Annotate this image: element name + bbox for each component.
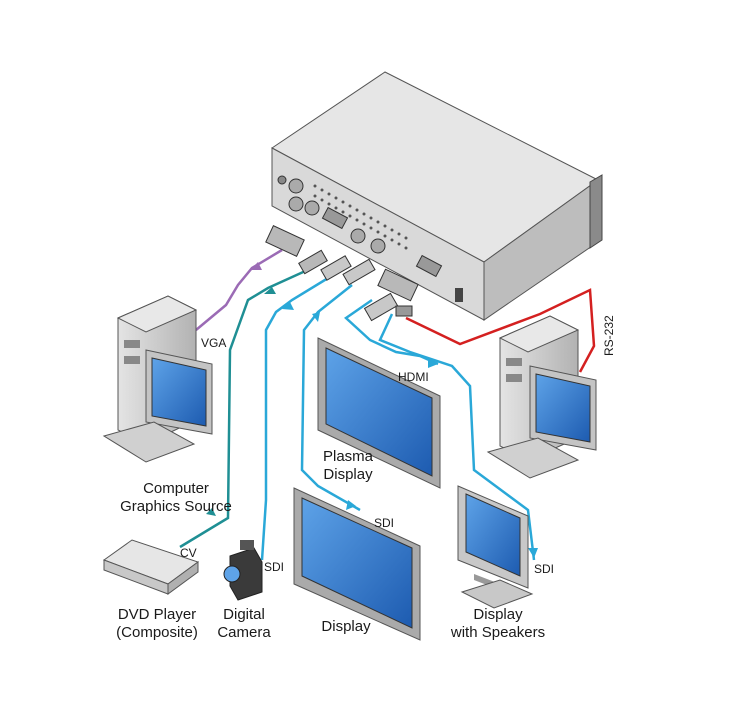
digital-camera-label: Digital Camera (208, 606, 280, 642)
display-speakers-label: Display with Speakers (436, 606, 560, 642)
control-computer-icon (486, 315, 597, 479)
display-label: Display (321, 618, 371, 635)
plasma-display-label: Plasma Display (306, 448, 390, 484)
dvd-player-label: DVD Player (Composite) (92, 606, 222, 642)
rs232-label: RS-232 (602, 315, 616, 356)
cable-connectors (265, 224, 419, 322)
computer-source-label: Computer Graphics Source (96, 480, 256, 516)
display-speakers-line-2: with Speakers (450, 624, 546, 641)
computer-icon (102, 295, 213, 463)
display-sdi-label: SDI (374, 516, 395, 530)
plasma-display-icon (317, 337, 441, 489)
display-speakers-icon (457, 485, 534, 609)
plasma-display-line-2: Display (323, 466, 373, 483)
hdmi-label: HDMI (398, 370, 429, 384)
digital-camera-line-1: Digital (223, 606, 265, 623)
vga-cable (195, 248, 283, 331)
speakers-sdi-cable (378, 313, 538, 561)
computer-source-line-2: Graphics Source (120, 498, 232, 515)
cv-label: CV (180, 546, 197, 560)
computer-source-line-1: Computer (143, 480, 209, 497)
display-sdi-cable (300, 284, 361, 512)
camera-sdi-cable (260, 270, 339, 561)
scaler-unit (271, 71, 603, 321)
cv-cable (179, 266, 313, 549)
digital-camera-line-2: Camera (217, 624, 271, 641)
display-speakers-line-1: Display (473, 606, 523, 623)
digital-camera-icon (223, 540, 263, 601)
dvd-player-line-1: DVD Player (117, 606, 197, 623)
rs232-cable (405, 288, 596, 373)
speakers-sdi-label: SDI (534, 562, 555, 576)
display-icon (293, 487, 421, 641)
dvd-player-line-2: (Composite) (116, 624, 198, 641)
plasma-display-line-1: Plasma (322, 448, 374, 465)
dvd-player-icon (102, 539, 200, 595)
vga-label: VGA (201, 336, 227, 350)
camera-sdi-label: SDI (264, 560, 285, 574)
